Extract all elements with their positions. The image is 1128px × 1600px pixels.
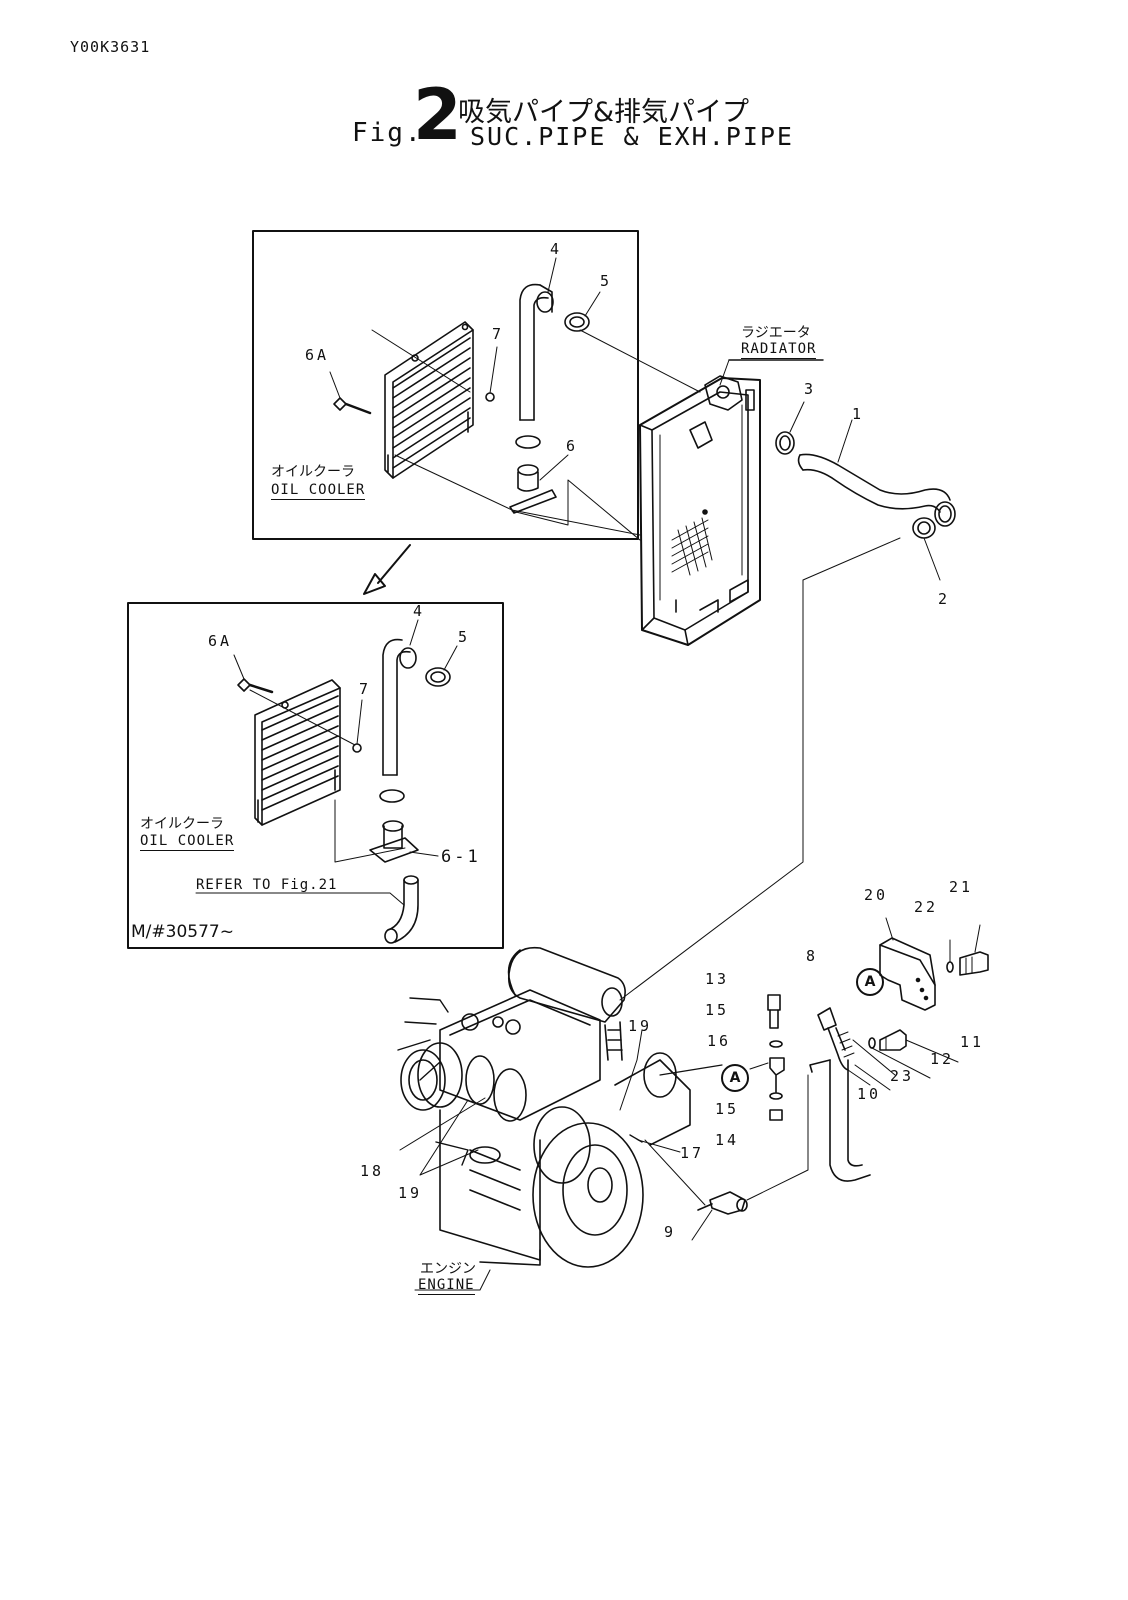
oil-cooler-label-top: OIL COOLER	[271, 482, 366, 500]
hose-10	[809, 1059, 871, 1182]
callout-16: 16	[707, 1032, 732, 1050]
document-code: Y00K3631	[70, 38, 151, 56]
washer-12	[868, 1037, 876, 1049]
washer-7-top	[485, 392, 495, 402]
oil-cooler-bottom	[254, 679, 341, 826]
fitting-6-top	[509, 435, 557, 514]
washer-7-bottom	[352, 743, 362, 753]
nut-14	[769, 1109, 783, 1121]
callout-19-right: 19	[628, 1017, 653, 1035]
clamp-5-top	[564, 312, 590, 332]
pipe-9	[697, 1191, 748, 1215]
bolt-21	[959, 951, 989, 976]
callout-6a-bottom: 6A	[208, 632, 233, 650]
washer-15-bottom	[769, 1092, 783, 1100]
callout-5-bottom: 5	[458, 628, 471, 646]
callout-22: 22	[914, 898, 939, 916]
detail-marker-a-engine: A	[721, 1064, 749, 1092]
inset-box-top	[252, 230, 639, 540]
engine-label: ENGINE	[418, 1277, 475, 1295]
inset-box-bottom	[127, 602, 504, 949]
figure-prefix: Fig.	[352, 118, 423, 148]
bolt-6a-bottom	[237, 678, 274, 694]
bracket-20	[879, 937, 936, 1011]
radiator	[639, 375, 761, 646]
callout-21: 21	[949, 878, 974, 896]
callout-6-top: 6	[566, 437, 579, 455]
callout-11: 11	[960, 1033, 985, 1051]
callout-2: 2	[938, 590, 951, 608]
figure-title-english: SUC.PIPE & EXH.PIPE	[470, 122, 794, 151]
callout-23: 23	[890, 1067, 915, 1085]
fitting-6-1	[369, 789, 419, 863]
bolt-6a-top	[333, 397, 372, 415]
callout-7-top: 7	[492, 325, 505, 343]
oil-cooler-label-japanese-top: オイルクーラ	[271, 464, 355, 480]
clamp-2	[912, 517, 936, 539]
oil-cooler-top	[384, 321, 474, 479]
engine-label-japanese: エンジン	[420, 1261, 476, 1277]
callout-3: 3	[804, 380, 817, 398]
callout-6a-top: 6A	[305, 346, 330, 364]
callout-5-top: 5	[600, 272, 613, 290]
washer-22	[946, 961, 954, 973]
callout-15-bottom: 15	[715, 1100, 740, 1118]
callout-1: 1	[852, 405, 865, 423]
serial-range-label: M/#30577~	[131, 922, 234, 942]
callout-12: 12	[930, 1050, 955, 1068]
bolt-13	[767, 994, 781, 1029]
bracket-16	[769, 1057, 785, 1093]
hose-1	[797, 453, 956, 527]
pipe-8	[817, 1007, 855, 1071]
callout-17: 17	[680, 1144, 705, 1162]
clamp-5-bottom	[425, 667, 451, 687]
clip-19	[435, 1141, 469, 1166]
refer-hose	[384, 875, 419, 944]
callout-7-bottom: 7	[359, 680, 372, 698]
callout-18: 18	[360, 1162, 385, 1180]
callout-6-1: 6-1	[441, 847, 481, 867]
callout-20: 20	[864, 886, 889, 904]
callout-4-bottom: 4	[413, 602, 426, 620]
hose-4-top	[519, 283, 554, 421]
callout-9: 9	[664, 1223, 677, 1241]
callout-14: 14	[715, 1131, 740, 1149]
oil-cooler-label-bottom: OIL COOLER	[140, 833, 235, 851]
clamp-3	[775, 431, 795, 455]
washer-15-top	[769, 1040, 783, 1048]
radiator-label: RADIATOR	[741, 341, 817, 359]
callout-13: 13	[705, 970, 730, 988]
figure-number: 2	[413, 74, 462, 156]
bolt-11	[879, 1029, 907, 1051]
hose-4-bottom	[382, 638, 417, 776]
figure-title-japanese: 吸気パイプ&排気パイプ	[458, 97, 750, 128]
radiator-label-japanese: ラジエータ	[741, 325, 811, 341]
callout-8: 8	[806, 947, 819, 965]
engine	[397, 946, 723, 1268]
oil-cooler-label-japanese-bottom: オイルクーラ	[140, 816, 224, 832]
callout-19-left: 19	[398, 1184, 423, 1202]
callout-15-top: 15	[705, 1001, 730, 1019]
callout-4-top: 4	[550, 240, 563, 258]
arrow-to-detail	[363, 544, 411, 595]
detail-marker-a-bracket: A	[856, 968, 884, 996]
refer-label: REFER TO Fig.21	[196, 877, 338, 893]
callout-10: 10	[857, 1085, 882, 1103]
